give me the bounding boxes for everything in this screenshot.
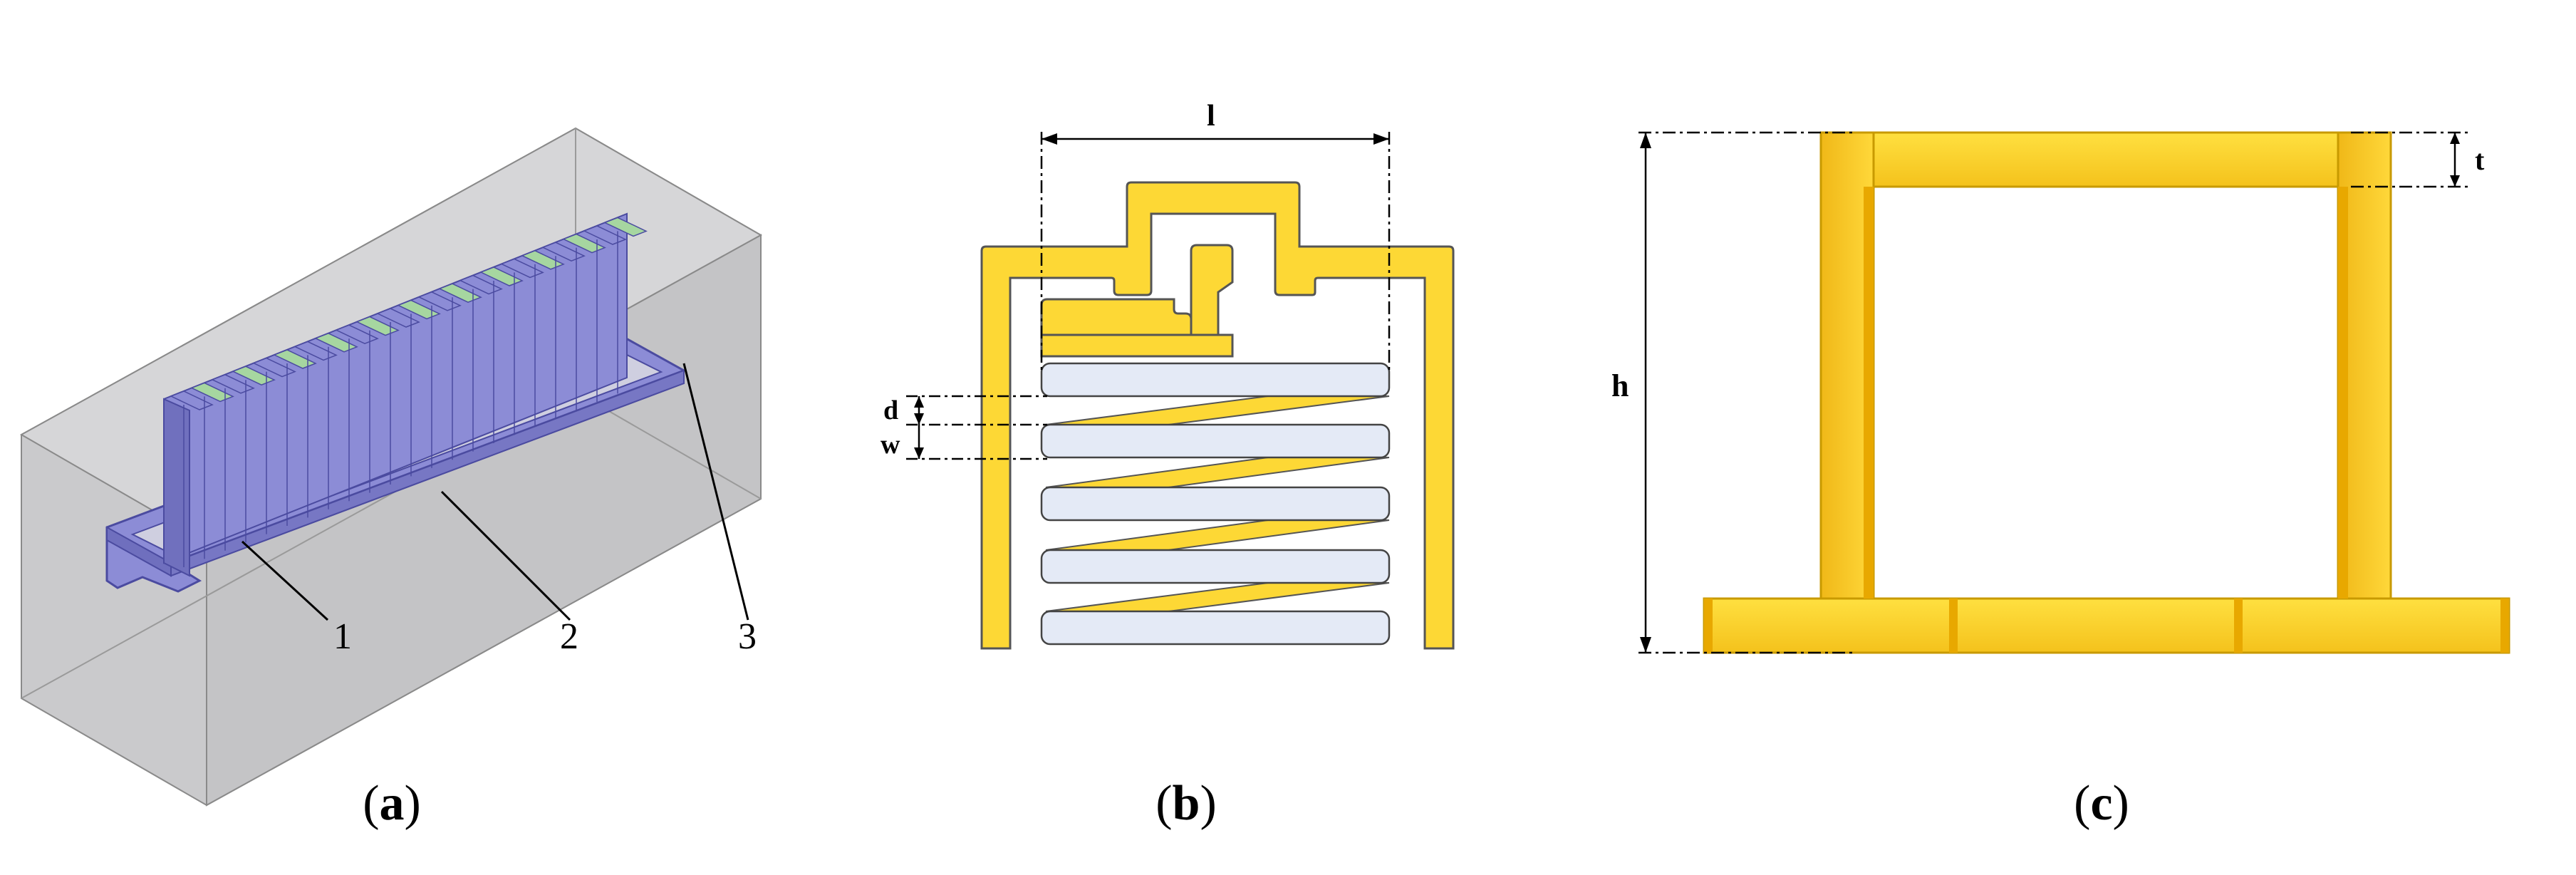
callout-1: 1 [333, 616, 352, 657]
feed-stub [1190, 244, 1234, 336]
label-d: d [883, 395, 898, 425]
finger-top [355, 316, 400, 336]
label-h: h [1611, 368, 1629, 403]
finger-top [438, 283, 482, 304]
capacitor-finger [1040, 549, 1391, 584]
finger-top [417, 291, 462, 311]
finger-top [294, 341, 338, 361]
caption-c-letter: c [2090, 776, 2112, 831]
callout-leaders [241, 363, 749, 621]
finger-top [273, 349, 317, 369]
finger-top [541, 242, 586, 262]
caption-a: (a) [363, 776, 421, 831]
finger-top [521, 249, 565, 270]
label-w: w [881, 430, 900, 460]
feed-bar [1040, 333, 1234, 358]
feed-strip [1040, 298, 1193, 336]
finger-top [603, 217, 648, 237]
zigzag-couplings [1045, 395, 1390, 612]
label-t: t [2475, 144, 2485, 176]
label-l: l [1207, 100, 1215, 133]
zigzag-coupling [1045, 395, 1390, 425]
finger-top [190, 382, 234, 403]
callout-3: 3 [738, 616, 757, 657]
capacitor-finger [1040, 423, 1391, 459]
gate-frame [1819, 131, 2392, 600]
finger-top [583, 225, 627, 245]
finger-top [500, 258, 544, 279]
panel-c: h t (c) [1611, 131, 2510, 831]
dim-t [2351, 131, 2472, 188]
dim-h [1638, 131, 1852, 654]
zigzag-coupling [1045, 457, 1390, 488]
finger-top [376, 308, 420, 328]
finger-top [314, 332, 358, 353]
caption-c: (c) [2074, 776, 2129, 831]
finger-top-stack [170, 217, 648, 567]
caption-a-letter: a [380, 776, 405, 831]
capacitor-finger [1040, 362, 1391, 398]
dim-d-w [906, 395, 1047, 460]
base-slab [1703, 597, 2510, 654]
finger-top [170, 390, 214, 410]
callout-2: 2 [560, 616, 578, 657]
finger-top [232, 366, 276, 386]
zigzag-coupling [1045, 582, 1390, 612]
capacitor-finger [1040, 610, 1391, 646]
caption-b-letter: b [1173, 776, 1200, 831]
resonator-frame [980, 181, 1455, 650]
capacitor-fingers [1040, 362, 1391, 646]
finger-top [211, 373, 255, 394]
finger-top [459, 274, 503, 295]
finger-top [335, 324, 379, 345]
finger-top [479, 266, 524, 286]
caption-b: (b) [1155, 776, 1217, 831]
dim-l [1040, 132, 1391, 371]
panel-a: 1 2 3 (a) [19, 127, 763, 831]
finger-top [252, 357, 296, 378]
capacitor-finger [1040, 486, 1391, 522]
panel-b: l d w (b) [881, 100, 1455, 831]
finger-top [562, 233, 606, 254]
zigzag-coupling [1045, 519, 1390, 551]
finger-top [397, 299, 441, 320]
